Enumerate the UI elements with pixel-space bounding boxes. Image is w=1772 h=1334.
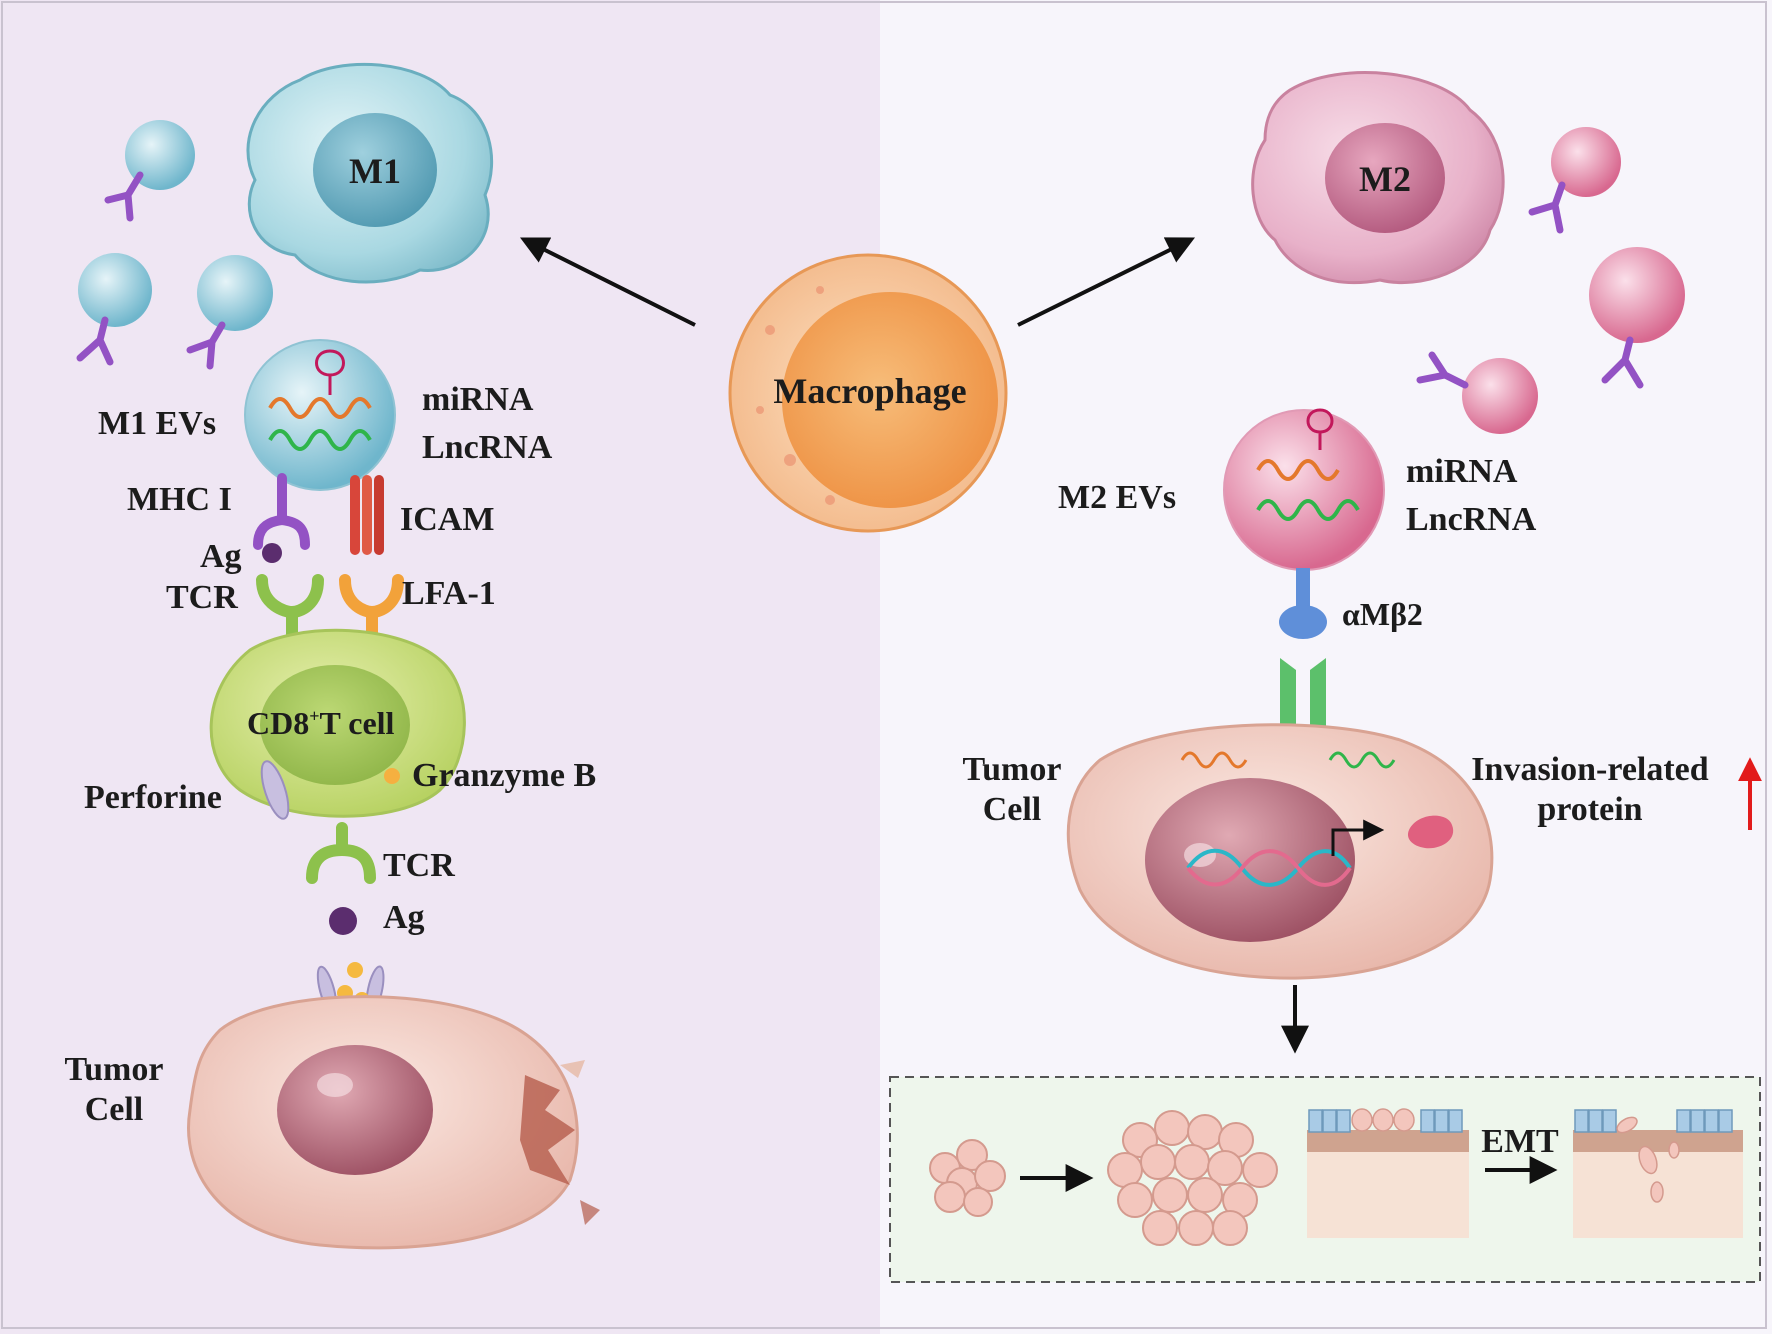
right-tumor-cell [1066, 723, 1494, 980]
perforine-molecule [260, 760, 290, 820]
tissue-before-emt [1307, 1108, 1469, 1238]
macrophage-label: Macrophage [773, 371, 966, 411]
m1-ev [244, 339, 396, 491]
macrophage-cell [728, 253, 1008, 533]
icam-molecule [350, 475, 384, 555]
left-tumor-label-1: Tumor [65, 1051, 164, 1088]
m2-ev [1223, 408, 1385, 571]
m2-vesicle [1528, 127, 1621, 234]
amb2-label: αMβ2 [1342, 596, 1423, 632]
arrow-to-m2 [1017, 237, 1196, 327]
m2-vesicle [1416, 351, 1538, 434]
m1-cargo-mirna: miRNA [422, 381, 534, 418]
m1-cell [246, 62, 493, 284]
m1-cell-label: M1 [349, 151, 401, 191]
m1-vesicle [104, 120, 195, 222]
tumor-surface-receptor [1280, 658, 1326, 728]
mhc-i-label: MHC I [127, 481, 232, 518]
invasion-label-1: Invasion-related [1471, 751, 1708, 788]
granzyme-b-dot [384, 768, 400, 784]
tcr-receptor-2 [306, 822, 376, 884]
left-tumor-cell [187, 995, 600, 1250]
ag-label: Ag [200, 538, 242, 575]
cd8-t-cell-label: CD8+T cell [247, 705, 395, 741]
m2-cargo-lncrna: LncRNA [1406, 501, 1537, 538]
amb2-receptor [1279, 568, 1327, 639]
tcr-label: TCR [166, 579, 238, 616]
lfa-1-receptor [339, 574, 404, 641]
tcr-2-label: TCR [383, 847, 455, 884]
antigen-dot-2 [329, 907, 357, 935]
m1-cargo-lncrna: LncRNA [422, 429, 553, 466]
tcr-receptor [256, 574, 324, 641]
m2-cell-label: M2 [1359, 159, 1411, 199]
right-tumor-label-1: Tumor [963, 751, 1062, 788]
perforine-label: Perforine [84, 779, 222, 816]
emt-label: EMT [1481, 1123, 1559, 1160]
m1-vesicle [76, 253, 152, 366]
large-cell-cluster [1107, 1110, 1278, 1246]
m2-evs-label: M2 EVs [1058, 479, 1176, 516]
icam-label: ICAM [400, 501, 494, 538]
arrow-to-m1 [519, 237, 696, 327]
left-tumor-label-2: Cell [85, 1091, 144, 1128]
lfa-1-label: LFA-1 [402, 575, 496, 612]
invasion-protein-blob [1407, 815, 1454, 849]
m2-cell [1251, 71, 1505, 285]
m2-cargo-mirna: miRNA [1406, 453, 1518, 490]
ag-2-label: Ag [383, 899, 425, 936]
tissue-after-emt [1573, 1109, 1743, 1238]
granzyme-b-label: Granzyme B [412, 757, 596, 794]
small-cell-cluster [929, 1139, 1006, 1217]
antigen-dot [262, 543, 282, 563]
right-tumor-label-2: Cell [983, 791, 1042, 828]
m1-evs-label: M1 EVs [98, 405, 216, 442]
invasion-label-2: protein [1537, 791, 1642, 828]
m1-vesicle [186, 255, 273, 370]
m2-vesicle [1589, 247, 1685, 389]
mhc-i-receptor [253, 473, 310, 550]
